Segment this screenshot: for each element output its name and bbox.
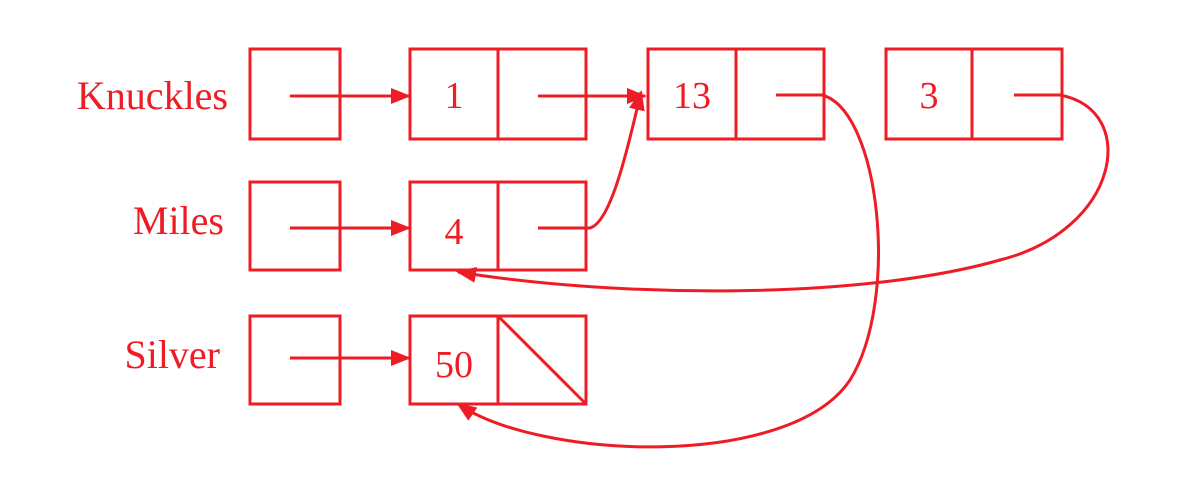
list-node-4: 4 — [408, 180, 588, 272]
node-value: 4 — [445, 211, 464, 253]
pointer-box-knuckles — [248, 47, 342, 141]
node-value: 3 — [920, 75, 939, 117]
variable-label-knuckles: Knuckles — [77, 73, 228, 118]
node-value-cell — [646, 47, 738, 141]
list-node-1: 1 — [408, 47, 588, 141]
node-next-cell — [496, 180, 588, 272]
node-value: 50 — [435, 344, 473, 386]
list-node-50: 50 — [408, 314, 588, 406]
node-value-cell — [408, 314, 500, 406]
pointer-box-miles — [248, 180, 342, 272]
arrow-node-3-to-node-4 — [456, 93, 1110, 293]
variable-label-miles: Miles — [133, 198, 224, 243]
node-value: 1 — [445, 75, 464, 117]
arrow-node-13-to-node-50 — [456, 93, 880, 449]
node-value-cell — [884, 47, 974, 141]
arrow-node-4-to-node-13 — [538, 90, 645, 230]
pointer-box-silver — [248, 314, 342, 406]
node-value-cell — [408, 180, 500, 272]
node-value: 13 — [673, 75, 711, 117]
null-slash — [496, 314, 588, 406]
node-next-cell — [496, 47, 588, 141]
variable-label-silver: Silver — [124, 332, 220, 377]
